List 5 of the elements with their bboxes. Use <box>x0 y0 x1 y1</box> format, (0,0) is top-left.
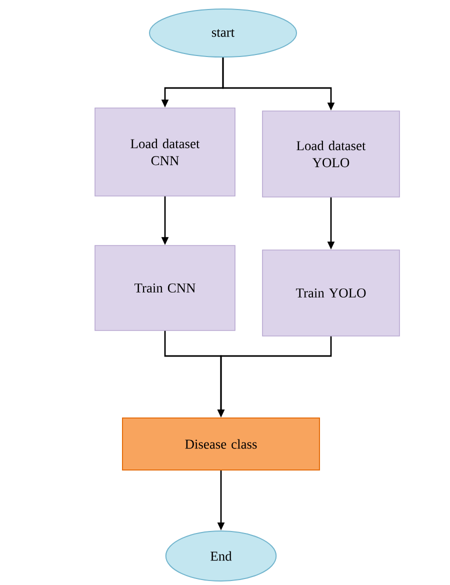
process-box: Train CNN <box>94 245 236 331</box>
process-box: Train YOLO <box>262 250 400 336</box>
process-box: Load dataset CNN <box>94 108 236 196</box>
output-box: Disease class <box>122 418 320 470</box>
process-box: Load dataset YOLO <box>262 110 400 198</box>
